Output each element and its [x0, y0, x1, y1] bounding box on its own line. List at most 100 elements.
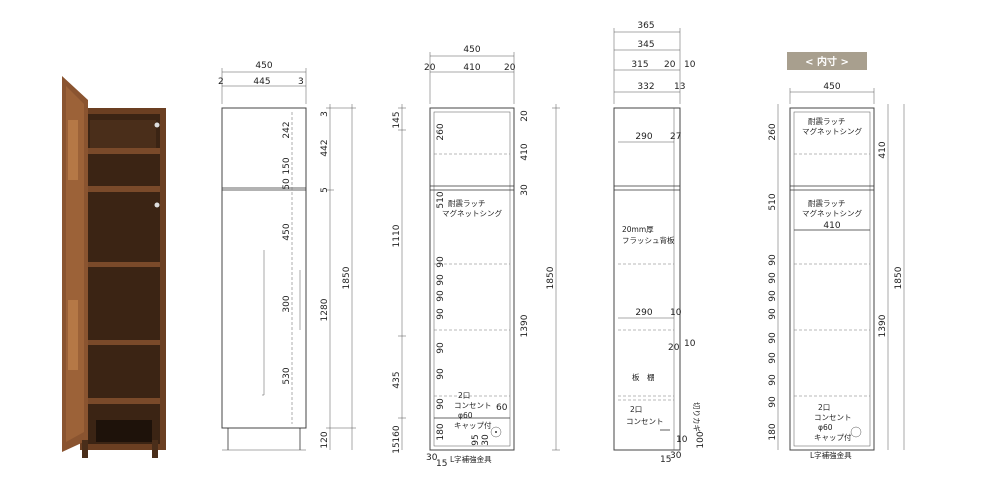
section-dim-160: 160: [392, 425, 402, 442]
side-note-outlet-1: 2口: [630, 405, 642, 414]
section-in-90-a: 90: [436, 256, 446, 268]
inner-l-90-c: 90: [768, 290, 778, 302]
front-dim-120: 120: [320, 431, 330, 448]
section-b-95: 95: [471, 434, 481, 445]
side-in-10-b: 10: [684, 339, 696, 349]
section-in-90-g: 90: [436, 398, 446, 410]
inner-r-1390: 1390: [878, 314, 888, 337]
side-note-back-1: 20mm厚: [622, 225, 654, 234]
section-dim-435: 435: [392, 371, 402, 388]
inner-note-outlet-2: コンセント: [814, 413, 852, 422]
section-dim-1110: 1110: [392, 224, 402, 247]
side-in-290-a: 290: [635, 132, 652, 142]
section-note-magnet: マグネットシング: [442, 208, 502, 218]
section-b-15: 15: [436, 459, 447, 469]
front-dim-50: 50: [282, 178, 292, 190]
inner-l-90-d: 90: [768, 308, 778, 320]
front-dim-450: 450: [282, 223, 292, 240]
inner-badge-label: < 内寸 >: [805, 55, 849, 68]
inner-note-outlet-1: 2口: [818, 403, 830, 412]
inner-l-90-a: 90: [768, 254, 778, 266]
side-view: 365 345 315 20 10 332 13 290 27 290 10 2…: [613, 21, 706, 465]
side-in-10-a: 10: [670, 308, 682, 318]
side-dim-10: 10: [684, 60, 696, 70]
front-dim-442: 442: [320, 139, 330, 156]
front-dim-5: 5: [320, 187, 330, 193]
side-dim-13: 13: [674, 82, 685, 92]
section-b-30b: 30: [481, 434, 491, 446]
inner-dim-410: 410: [823, 221, 840, 231]
section-in-90-c: 90: [436, 290, 446, 302]
inner-l-90-f: 90: [768, 352, 778, 364]
section-dim-145: 145: [392, 111, 402, 128]
inner-note-latch-1: 耐震ラッチ: [808, 116, 846, 126]
front-section-view: 450 20 410 20 耐震ラッチ マグネットシング 2口 コンセント φ6…: [392, 45, 560, 469]
side-dim-345: 345: [637, 40, 654, 50]
side-in-290-b: 290: [635, 308, 652, 318]
section-r-1390: 1390: [520, 314, 530, 337]
side-note-outlet-2: コンセント: [626, 417, 664, 426]
section-note-outlet-1: 2口: [458, 391, 470, 400]
section-b-60: 60: [496, 403, 508, 413]
section-note-outlet-2: コンセント: [454, 401, 492, 410]
section-r-410: 410: [520, 143, 530, 160]
side-dim-365: 365: [637, 21, 654, 31]
inner-l-90-h: 90: [768, 396, 778, 408]
side-dim-332: 332: [637, 82, 654, 92]
front-dim-1280: 1280: [320, 298, 330, 321]
cabinet-photo: [62, 76, 166, 458]
section-r-30: 30: [520, 184, 530, 196]
front-dim-left-gap: 2: [218, 77, 224, 87]
side-note-back-2: フラッシュ背板: [622, 235, 675, 245]
inner-l-90-b: 90: [768, 272, 778, 284]
side-b-15: 15: [660, 455, 671, 465]
inner-note-magnet-1: マグネットシング: [802, 126, 862, 136]
inner-note-bracket: L字補強金具: [810, 450, 852, 460]
section-dim-20-right: 20: [504, 63, 516, 73]
side-note-shelf: 板 棚: [632, 372, 655, 382]
front-dim-300: 300: [282, 295, 292, 312]
section-dim-width: 450: [463, 45, 480, 55]
inner-dim-width: 450: [823, 82, 840, 92]
section-note-cap-1: φ60: [458, 411, 473, 420]
section-in-90-b: 90: [436, 274, 446, 286]
section-dim-410: 410: [463, 63, 480, 73]
front-dim-150: 150: [282, 157, 292, 174]
side-dim-100: 100: [696, 431, 706, 448]
section-in-260: 260: [436, 123, 446, 140]
front-dim-242: 242: [282, 121, 292, 138]
front-dim-3: 3: [320, 111, 330, 117]
inner-r-1850: 1850: [894, 266, 904, 289]
inner-note-magnet-2: マグネットシング: [802, 208, 862, 218]
front-view: 450 2 445 3 242 150 50 450 300 530 3 442…: [218, 61, 356, 451]
inner-l-180: 180: [768, 423, 778, 440]
section-note-bracket: L字補強金具: [450, 454, 492, 464]
inner-badge: [787, 52, 867, 70]
inner-dimension-view: < 内寸 > 450 410 耐震ラッチ マグネットシング 耐震ラッチ マグネッ…: [768, 52, 905, 460]
inner-l-510: 510: [768, 193, 778, 210]
section-in-510: 510: [436, 191, 446, 208]
front-dim-530: 530: [282, 367, 292, 384]
side-dim-20: 20: [664, 60, 676, 70]
side-b-30: 30: [670, 451, 682, 461]
front-dim-width: 450: [255, 61, 272, 71]
section-in-90-e: 90: [436, 342, 446, 354]
inner-l-260: 260: [768, 123, 778, 140]
inner-l-90-g: 90: [768, 374, 778, 386]
side-b-10: 10: [676, 435, 688, 445]
section-dim-15: 15: [392, 442, 402, 453]
section-r-20: 20: [520, 110, 530, 122]
section-note-cap-2: キャップ付: [454, 420, 492, 430]
section-note-latch: 耐震ラッチ: [448, 198, 486, 208]
side-in-20: 20: [668, 343, 680, 353]
section-dim-total: 1850: [546, 266, 556, 289]
inner-note-cap-1: φ60: [818, 423, 833, 432]
front-dim-right-gap: 3: [298, 77, 304, 87]
section-dim-20-left: 20: [424, 63, 436, 73]
inner-note-latch-2: 耐震ラッチ: [808, 198, 846, 208]
section-b-30: 30: [426, 453, 438, 463]
side-in-27: 27: [670, 132, 681, 142]
section-in-90-f: 90: [436, 368, 446, 380]
